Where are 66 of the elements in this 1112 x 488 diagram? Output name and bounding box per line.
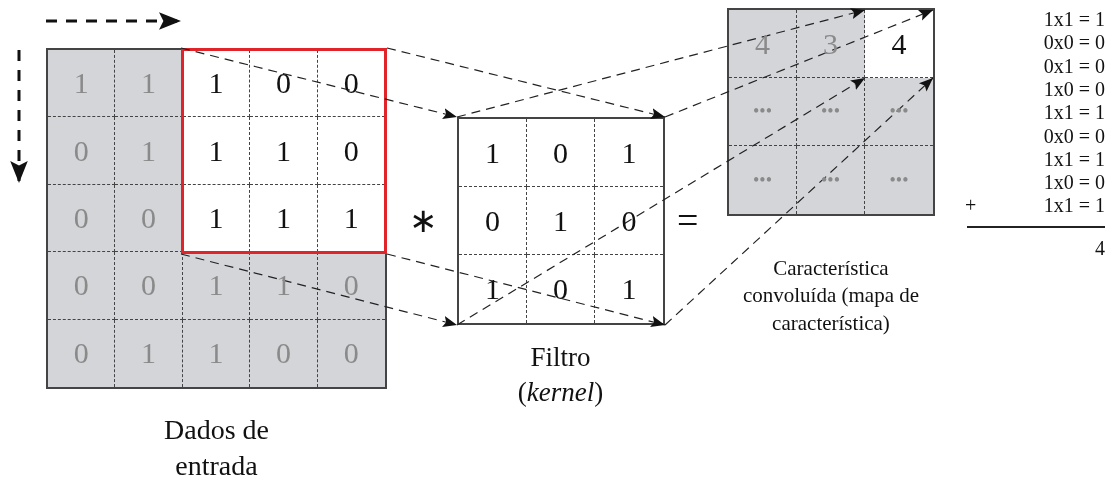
matrix-cell: 1	[250, 184, 318, 253]
output-cell: 4	[865, 10, 933, 78]
node-label: Característica convoluída (mapa de característica)	[742, 255, 920, 337]
matrix-cell: •••	[729, 146, 797, 214]
matrix-cell: •••	[797, 146, 865, 214]
matrix-cell: 4	[729, 10, 797, 78]
equation-text: 0x0 = 0	[1043, 31, 1105, 55]
plus-sign: +	[965, 194, 977, 218]
operator-sign: =	[677, 198, 699, 242]
matrix-cell: 0	[48, 117, 116, 185]
equation-text: 1x1 = 1	[1043, 101, 1105, 125]
matrix-cell: 1	[48, 50, 116, 118]
matrix-cell: 1	[182, 50, 251, 118]
node-label: Dados de entrada	[163, 413, 270, 484]
arrow	[180, 253, 458, 327]
matrix-cell: 1	[250, 252, 318, 320]
matrix-cell-text: 0	[342, 335, 360, 372]
output-matrix	[727, 8, 935, 216]
equation-text: 0x0 = 0	[1043, 124, 1105, 148]
matrix-cell: 0	[115, 184, 183, 253]
matrix-cell: 0	[250, 319, 318, 387]
input-matrix	[46, 48, 387, 389]
arrow	[664, 77, 934, 326]
matrix-cell: 1	[115, 319, 183, 387]
arrow	[664, 9, 934, 118]
matrix-cell: •••	[865, 78, 933, 146]
arrow	[180, 47, 458, 120]
equation-text: 1x1 = 1	[1043, 194, 1105, 218]
matrix-cell: 1	[115, 50, 183, 118]
arrow	[386, 47, 666, 120]
matrix-cell: 1	[182, 319, 251, 387]
matrix-cell: 3	[797, 10, 865, 78]
matrix-cell: •••	[729, 78, 797, 146]
matrix-cell: 1	[527, 187, 595, 255]
matrix-cell: 0	[48, 319, 116, 387]
equation-text: 1x1 = 1	[1043, 8, 1105, 31]
matrix-cell-text: •••	[888, 168, 910, 192]
arrow	[386, 253, 666, 327]
equation-text: 1x0 = 0	[1043, 171, 1105, 195]
operator-sign: ∗	[409, 201, 437, 240]
matrix-cell: 1	[182, 252, 251, 320]
matrix-cell: 1	[317, 184, 385, 253]
equation-text: 1x0 = 0	[1043, 77, 1105, 101]
arrow	[456, 8, 866, 118]
matrix-cell: 0	[48, 252, 116, 320]
matrix-cell: 1	[250, 117, 318, 185]
matrix-cell: 0	[317, 117, 385, 185]
matrix-cell: 1	[182, 184, 251, 253]
matrix-cell: 1	[115, 117, 183, 185]
equation-text: 0x1 = 0	[1043, 54, 1105, 78]
matrix-cell: 0	[459, 187, 527, 255]
filter-matrix	[457, 117, 665, 325]
matrix-cell: 0	[527, 119, 595, 187]
matrix-cell: 0	[317, 252, 385, 320]
matrix-cell: 0	[250, 50, 318, 118]
matrix-cell: 1	[459, 119, 527, 187]
matrix-cell: 0	[48, 184, 116, 253]
sum-result: 4	[1095, 237, 1105, 260]
node-label: Filtro (kernel)	[516, 341, 605, 410]
sliding-window	[181, 48, 387, 254]
equation-text: 1x1 = 1	[1043, 147, 1105, 171]
matrix-cell: •••	[797, 78, 865, 146]
arrow	[456, 77, 866, 326]
matrix-cell: 0	[317, 50, 385, 118]
matrix-cell: 0	[115, 252, 183, 320]
matrix-cell: 1	[182, 117, 251, 185]
